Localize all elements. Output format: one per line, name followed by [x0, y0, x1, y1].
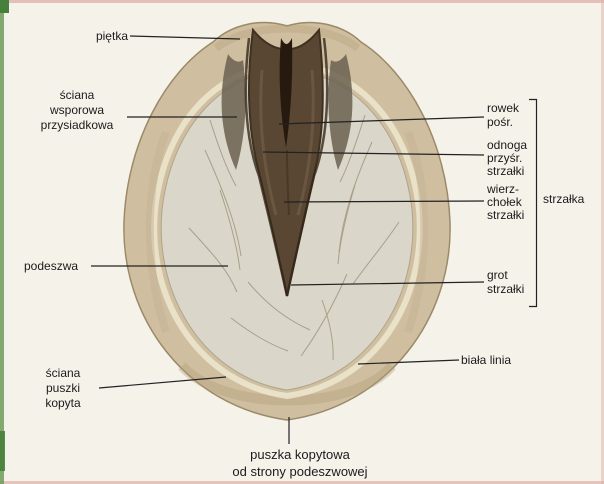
- scan-edge-left: [0, 0, 4, 484]
- scan-edge-bottom: [0, 481, 604, 484]
- bar-left: [221, 54, 246, 170]
- sole-crack: [337, 184, 356, 265]
- leader-biala-linia: [357, 359, 460, 365]
- label-text: puszki: [45, 381, 80, 395]
- label-text: rowek: [487, 101, 520, 115]
- frog-central-cleft: [279, 38, 293, 148]
- label-odnoga-przysrodkowa: odnoga przyśr. strzałki: [487, 139, 527, 178]
- label-biala-linia: biała linia: [461, 353, 511, 367]
- caption-text: puszka kopytowa: [250, 447, 350, 462]
- frog-highlight-right: [296, 69, 315, 216]
- wall-shading-bottom: [178, 362, 396, 406]
- label-text: ściana: [59, 88, 95, 102]
- scan-corner-top-left: [0, 0, 9, 13]
- label-text: przyśr.: [487, 151, 523, 165]
- sole-texture: [188, 114, 400, 361]
- label-strzalka: strzałka: [543, 192, 584, 206]
- sole-crack: [352, 221, 400, 285]
- leader-rowek: [278, 116, 485, 125]
- frog-cleft-extension: [286, 149, 290, 216]
- frog-groove-right: [285, 37, 329, 297]
- label-text: wierz-: [487, 182, 519, 196]
- label-text: strzałki: [487, 282, 525, 296]
- label-sciana-puszki-kopyta: ściana puszki kopyta: [32, 366, 94, 411]
- leader-lines: [91, 35, 485, 444]
- label-text: grot: [487, 268, 508, 282]
- leader-odnoga: [262, 151, 485, 156]
- white-line-ring: [151, 60, 423, 400]
- label-text: przysiadkowa: [40, 118, 114, 132]
- label-pietka: piętka: [52, 29, 128, 43]
- scan-corner-bottom-left: [0, 431, 5, 471]
- sole-crack: [219, 189, 241, 271]
- label-wierzcholek-strzalki: wierz- chołek strzałki: [487, 183, 524, 222]
- label-text: podeszwa: [24, 259, 79, 273]
- scan-edge-right: [601, 0, 604, 484]
- frog-groove-left: [244, 37, 289, 297]
- label-text: kopyta: [45, 396, 81, 410]
- label-text: odnoga: [487, 138, 528, 152]
- caption-text: od strony podeszwowej: [232, 464, 368, 479]
- label-text: strzałka: [543, 192, 585, 206]
- leader-sciana-puszki: [98, 376, 227, 389]
- label-rowek-posrodkowy: rowek pośr.: [487, 101, 519, 129]
- bar-right: [328, 54, 353, 170]
- label-text: wsporowa: [49, 103, 105, 117]
- sole-shading-right: [404, 130, 429, 334]
- sole-crack: [247, 281, 311, 331]
- sole-crack: [188, 227, 238, 293]
- leader-wierzcholek: [283, 200, 485, 203]
- label-text: chołek: [487, 195, 522, 209]
- sole-crack: [209, 119, 237, 187]
- leader-grot: [290, 281, 485, 286]
- figure-caption: puszka kopytowa od strony podeszwowej: [202, 446, 398, 480]
- label-text: ściana: [45, 366, 81, 380]
- strzalka-bracket: [529, 98, 538, 308]
- sole-crack: [321, 299, 334, 361]
- label-text: strzałki: [487, 164, 525, 178]
- label-text: strzałki: [487, 208, 525, 222]
- label-text: piętka: [95, 29, 128, 43]
- sole-crack: [339, 114, 366, 183]
- label-text: pośr.: [487, 115, 514, 129]
- sole-shading-left: [145, 130, 170, 334]
- sole-crack: [204, 149, 242, 257]
- scan-edge-top: [0, 0, 604, 3]
- frog-highlight-left: [259, 69, 278, 216]
- label-text: biała linia: [461, 353, 512, 367]
- label-grot-strzalki: grot strzałki: [487, 268, 524, 296]
- sole-crack: [230, 317, 289, 352]
- leader-pietka: [129, 35, 241, 40]
- wall-shading-top: [213, 24, 361, 52]
- label-podeszwa: podeszwa: [24, 259, 78, 273]
- label-sciana-wsporowa: ściana wsporowa przysiadkowa: [26, 88, 128, 133]
